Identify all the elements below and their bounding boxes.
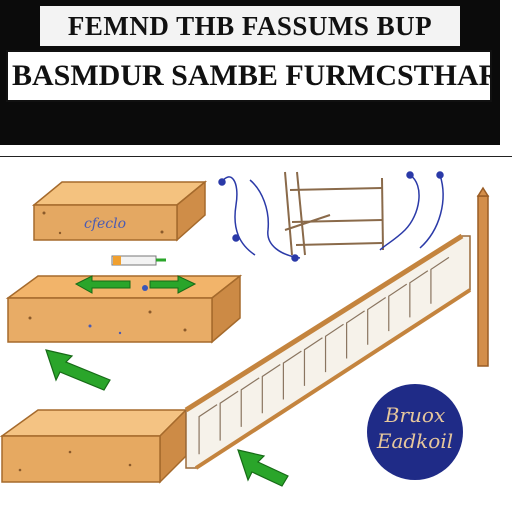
badge-line-2: Eadkoil (376, 429, 454, 453)
stair-step (261, 363, 281, 414)
arrow-left-icon (74, 275, 131, 294)
wire-connectors (218, 171, 444, 262)
frame-diagram (284, 171, 384, 256)
stair-step (409, 270, 429, 318)
stair-step (282, 350, 302, 400)
stair-step (240, 377, 260, 427)
logo-badge: Bruox Eadkoil (367, 384, 463, 480)
arrow-right-icon (149, 275, 197, 294)
banner-subtitle-box: BASMDUR SAMBE FURMCSTHAR (6, 50, 492, 102)
wooden-box-top: cfeclo (31, 180, 208, 242)
stair-step (324, 323, 344, 373)
stair-step (219, 390, 239, 441)
stair-step (388, 283, 408, 332)
box-top-label: cfeclo (84, 216, 126, 232)
level-tool (111, 255, 166, 291)
banner-title-line-2: BASMDUR SAMBE FURMCSTHAR (12, 59, 490, 92)
wooden-box-bottom (0, 408, 188, 484)
arrow-up-left-icon (45, 349, 111, 391)
stair-step (198, 404, 218, 455)
stair-step (367, 297, 387, 345)
stair-step (303, 337, 323, 386)
badge-line-1: Bruox (384, 403, 446, 427)
handrail-post (476, 186, 490, 367)
stair-step (430, 256, 450, 304)
staircase (184, 233, 472, 470)
arrow-up-left-icon-2 (237, 449, 289, 487)
title-banner: FEMND THB FASSUMS BUP BASMDUR SAMBE FURM… (0, 0, 500, 145)
banner-title-line-1: FEMND THB FASSUMS BUP (40, 6, 460, 46)
stair-step (346, 310, 365, 359)
divider-line (0, 156, 512, 157)
